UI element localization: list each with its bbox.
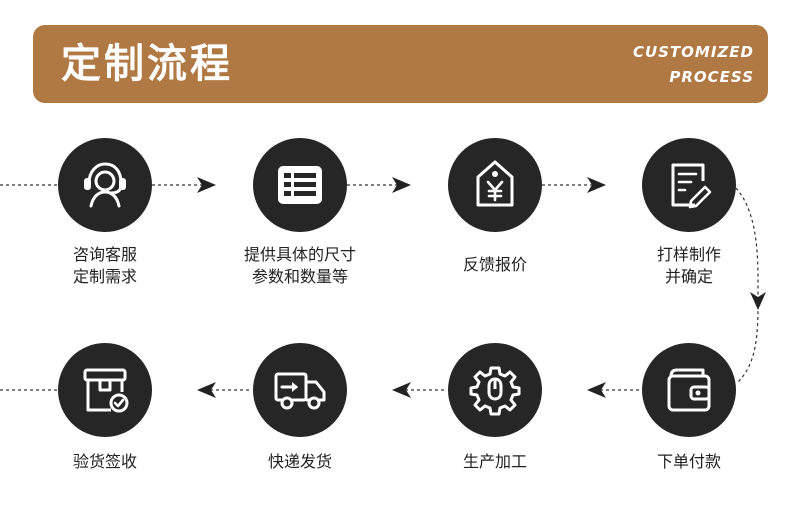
step-4-label: 打样制作 并确定 xyxy=(609,244,769,288)
header-banner: 定制流程 CUSTOMIZED PROCESS xyxy=(33,25,768,103)
step-1-line1: 咨询客服 xyxy=(72,245,137,264)
package-check-icon xyxy=(83,368,129,413)
step-1-line2: 定制需求 xyxy=(72,267,137,286)
step-5-circle xyxy=(642,343,736,437)
price-tag-icon xyxy=(476,160,514,207)
delivery-truck-icon xyxy=(274,372,326,410)
connector-4-down xyxy=(735,187,759,301)
customer-service-icon xyxy=(84,162,126,208)
step-4-line2: 并确定 xyxy=(664,267,713,286)
sample-edit-icon xyxy=(671,163,712,209)
list-icon xyxy=(278,166,322,204)
wallet-icon xyxy=(667,368,711,412)
step-2-label: 提供具体的尺寸 参数和数量等 xyxy=(220,244,380,288)
step-8-line1: 验货签收 xyxy=(72,452,137,471)
banner-subtitle-line1: CUSTOMIZED xyxy=(632,43,754,61)
connector-down-5 xyxy=(737,304,759,383)
step-6-label: 生产加工 xyxy=(415,451,575,473)
arrow-left-icon xyxy=(587,382,606,398)
step-3-circle xyxy=(448,138,542,232)
arrow-right-icon xyxy=(392,177,411,193)
arrow-down-icon xyxy=(750,292,766,310)
step-4-line1: 打样制作 xyxy=(656,245,721,264)
step-7-line1: 快递发货 xyxy=(267,452,332,471)
step-3-label: 反馈报价 xyxy=(415,254,575,276)
step-2-line1: 提供具体的尺寸 xyxy=(243,245,356,264)
step-1-label: 咨询客服 定制需求 xyxy=(25,244,185,288)
step-5-label: 下单付款 xyxy=(609,451,769,473)
step-2-line2: 参数和数量等 xyxy=(251,267,348,286)
step-5-line1: 下单付款 xyxy=(656,452,721,471)
arrow-right-icon xyxy=(587,177,606,193)
step-8-label: 验货签收 xyxy=(25,451,185,473)
gear-icon xyxy=(469,366,521,416)
step-3-line1: 反馈报价 xyxy=(462,255,527,274)
banner-subtitle-line2: PROCESS xyxy=(669,68,754,86)
arrow-left-icon xyxy=(197,382,216,398)
page-title: 定制流程 xyxy=(61,41,233,87)
arrow-left-icon xyxy=(392,382,411,398)
step-6-circle xyxy=(448,343,542,437)
step-1-circle xyxy=(58,138,152,232)
arrow-right-icon xyxy=(197,177,216,193)
step-2-circle xyxy=(253,138,347,232)
step-7-circle xyxy=(253,343,347,437)
step-6-line1: 生产加工 xyxy=(462,452,527,471)
step-4-circle xyxy=(642,138,736,232)
step-8-circle xyxy=(58,343,152,437)
banner-subtitle: CUSTOMIZED PROCESS xyxy=(554,40,754,90)
step-7-label: 快递发货 xyxy=(220,451,380,473)
